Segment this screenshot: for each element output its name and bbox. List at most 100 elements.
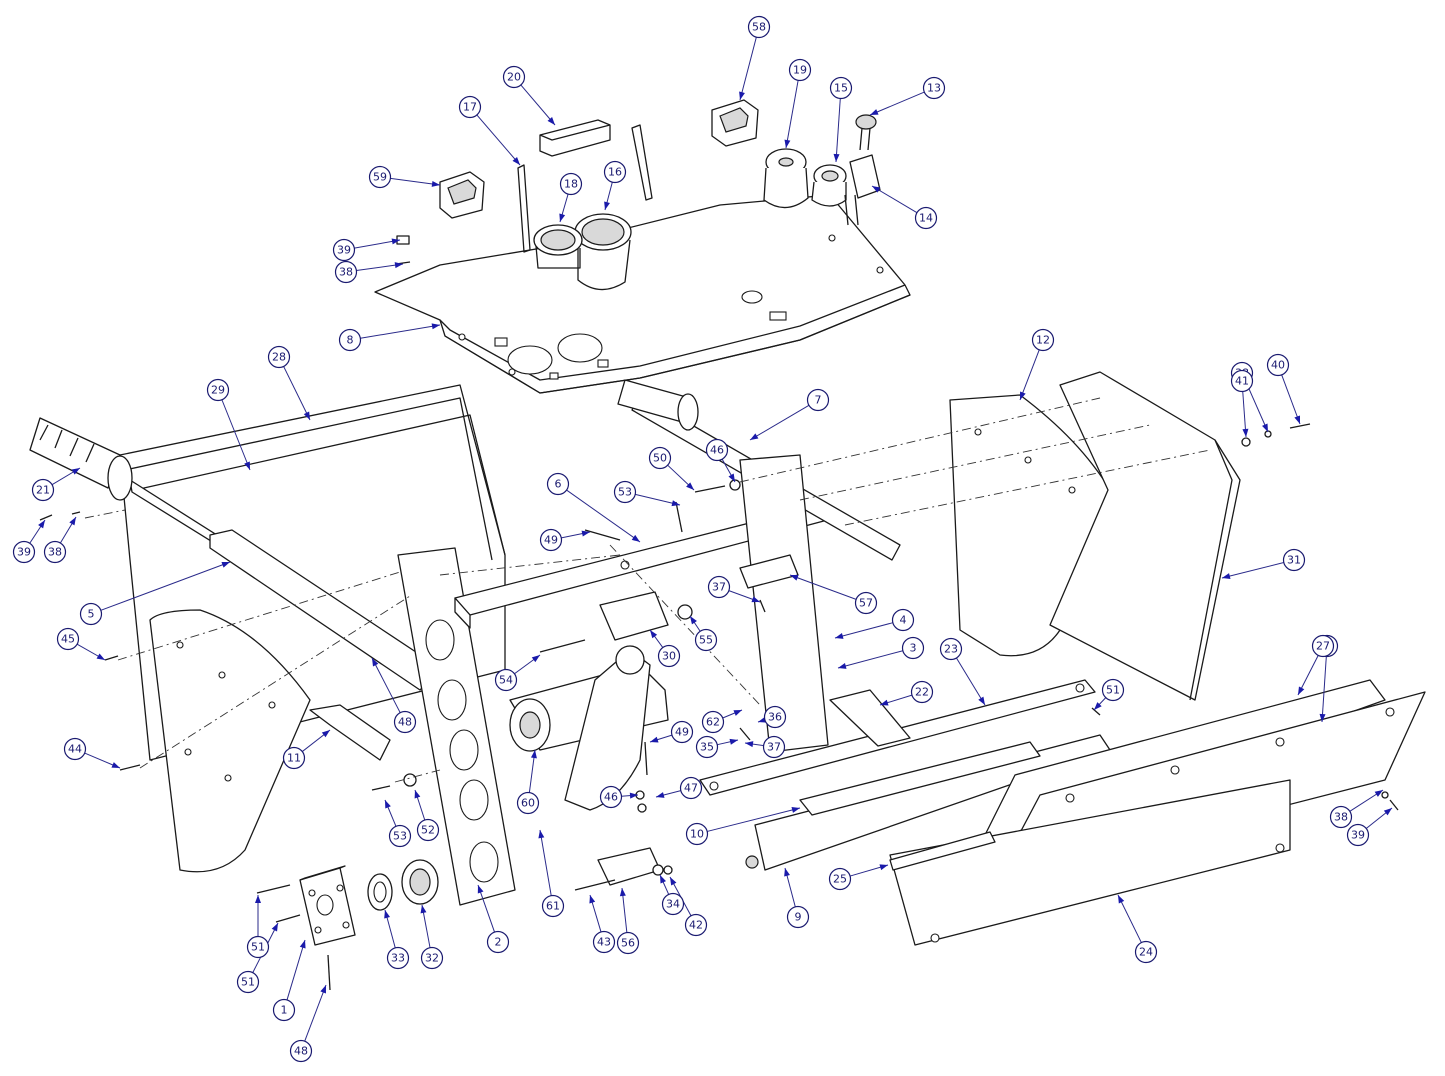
throttle-knob-13 (855, 114, 877, 151)
balloon-label: 45 (61, 633, 75, 646)
part-balloon: 51 (236, 970, 260, 994)
part-balloon: 38 (1329, 805, 1353, 829)
part-balloon: 29 (206, 378, 230, 402)
balloon-circle (1329, 805, 1353, 829)
balloon-circle (707, 575, 731, 599)
balloon-circle (539, 528, 563, 552)
balloon-label: 22 (915, 686, 929, 699)
balloon-circle (486, 930, 510, 954)
balloon-circle (599, 785, 623, 809)
leader-arrowhead (559, 213, 566, 222)
part-balloon: 14 (914, 206, 938, 230)
balloon-label: 34 (666, 898, 680, 911)
indicator-lights-20 (539, 119, 611, 157)
grip-21-left (29, 417, 133, 501)
balloon-label: 54 (499, 674, 513, 687)
balloon-label: 62 (706, 716, 720, 729)
balloon-label: 10 (690, 828, 704, 841)
balloon-circle (747, 15, 771, 39)
balloon-circle (762, 735, 786, 759)
leader-line (789, 574, 857, 600)
balloon-circle (56, 627, 80, 651)
part-balloon: 10 (685, 822, 709, 846)
balloon-label: 47 (684, 782, 698, 795)
balloon-circle (763, 705, 787, 729)
balloon-label: 31 (1287, 554, 1301, 567)
rear-side-panel (149, 609, 311, 873)
leader-arrowhead (1383, 808, 1392, 816)
leader-arrowhead (547, 116, 555, 125)
leader-line (1281, 374, 1301, 425)
leader-line (739, 37, 757, 101)
part-balloon: 49 (670, 720, 694, 744)
leader-line (956, 657, 986, 706)
part-balloon: 53 (388, 824, 412, 848)
leader-arrowhead (880, 699, 889, 706)
leader-arrowhead (733, 710, 742, 716)
leader-arrowhead (299, 940, 306, 949)
balloon-circle (458, 95, 482, 119)
part-balloon: 3 (901, 636, 925, 660)
balloon-label: 41 (1235, 375, 1249, 388)
balloon-circle (806, 388, 830, 412)
part-balloon: 59 (368, 165, 392, 189)
balloon-circle (901, 636, 925, 660)
part-balloon: 45 (56, 627, 80, 651)
balloon-circle (272, 998, 296, 1022)
leader-arrowhead (604, 201, 610, 210)
balloon-circle (657, 644, 681, 668)
balloon-circle (236, 970, 260, 994)
leader-arrowhead (372, 658, 379, 667)
balloon-label: 15 (834, 82, 848, 95)
part-balloon: 19 (788, 58, 812, 82)
leader-line (1221, 562, 1284, 579)
part-balloon: 18 (559, 172, 583, 196)
balloon-label: 27 (1316, 640, 1330, 653)
part-balloon: 24 (1134, 940, 1158, 964)
balloon-label: 52 (421, 824, 435, 837)
balloon-label: 59 (373, 171, 387, 184)
balloon-label: 39 (1351, 829, 1365, 842)
balloon-circle (338, 328, 362, 352)
balloon-circle (393, 710, 417, 734)
balloon-label: 40 (1271, 359, 1285, 372)
part-balloon: 49 (539, 528, 563, 552)
part-balloon: 50 (648, 446, 672, 470)
part-balloon: 1 (272, 998, 296, 1022)
leader-arrowhead (650, 736, 659, 743)
balloon-label: 48 (294, 1045, 308, 1058)
balloon-label: 33 (391, 952, 405, 965)
balloon-circle (828, 867, 852, 891)
part-balloon: 7 (806, 388, 830, 412)
balloon-circle (1101, 678, 1125, 702)
part-balloon: 51 (1101, 678, 1125, 702)
balloon-circle (939, 637, 963, 661)
leader-arrowhead (271, 923, 278, 932)
leader-arrowhead (728, 473, 735, 482)
leader-arrowhead (671, 500, 680, 507)
leader-line (371, 657, 401, 713)
balloon-label: 39 (17, 546, 31, 559)
leader-line (539, 829, 552, 896)
balloon-label: 42 (689, 919, 703, 932)
part-balloon: 38 (334, 260, 358, 284)
leader-line (304, 984, 327, 1042)
leader-arrowhead (791, 807, 800, 813)
balloon-circle (1134, 940, 1158, 964)
balloon-circle (695, 735, 719, 759)
leader-line (834, 622, 893, 639)
leader-arrowhead (656, 792, 665, 798)
leader-arrowhead (512, 156, 520, 165)
leader-arrowhead (384, 910, 390, 919)
part-balloon: 48 (289, 1039, 313, 1063)
balloon-circle (546, 472, 570, 496)
balloon-label: 49 (675, 726, 689, 739)
balloon-label: 56 (621, 937, 635, 950)
part-balloon: 27 (1311, 634, 1335, 658)
leader-line (566, 489, 641, 543)
leader-line (1321, 656, 1327, 723)
balloon-label: 12 (1036, 334, 1050, 347)
balloon-label: 21 (36, 484, 50, 497)
balloon-circle (613, 480, 637, 504)
bearing-32 (401, 859, 439, 905)
